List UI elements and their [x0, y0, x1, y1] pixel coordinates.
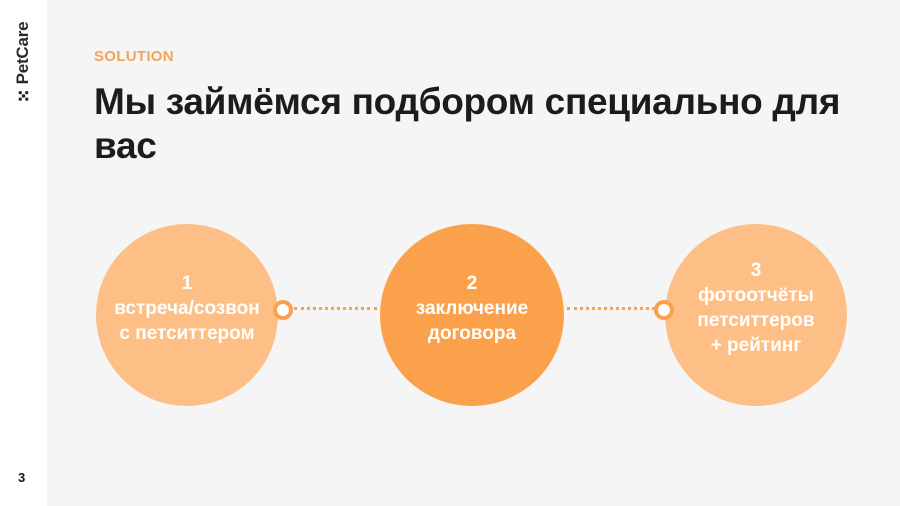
brand-name: PetCare — [13, 21, 32, 85]
connector-line — [567, 307, 655, 310]
step-circle-1: 1 встреча/созвон с петситтером — [96, 224, 278, 406]
step-circle-2: 2 заключение договора — [380, 224, 564, 406]
step-text-line: заключение — [415, 297, 529, 319]
paw-icon — [18, 90, 28, 101]
slide-title: Мы займёмся подбором специально для вас — [94, 81, 841, 166]
sidebar: PetCare 3 — [0, 0, 47, 506]
connector-node — [654, 300, 674, 320]
page-number: 3 — [18, 470, 26, 485]
slide-content: SOLUTION Мы займёмся подбором специально… — [47, 0, 900, 506]
step-text-line: с петситтером — [119, 322, 255, 344]
step-number: 2 — [466, 272, 478, 294]
step-number: 1 — [181, 272, 193, 294]
step-number: 3 — [750, 260, 762, 281]
step-text-line: встреча/созвон — [114, 297, 260, 319]
section-eyebrow: SOLUTION — [94, 48, 174, 65]
connector-line — [294, 307, 377, 310]
step-text-line: фотоотчёты — [698, 285, 814, 306]
step-text-line: + рейтинг — [710, 335, 802, 356]
step-text-line: договора — [427, 322, 517, 344]
connector-node — [273, 300, 293, 320]
step-circle-3: 3 фотоотчёты петситтеров + рейтинг — [665, 224, 847, 406]
step-text-line: петситтеров — [697, 310, 815, 331]
